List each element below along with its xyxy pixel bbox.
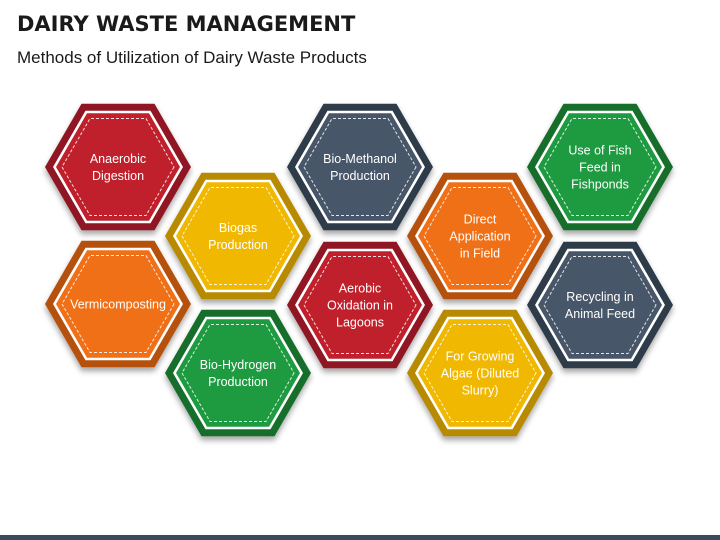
bottom-bar (0, 535, 720, 540)
hexagon-dashed-outline (543, 256, 657, 354)
hexagon-label-line: Biogas (219, 221, 257, 235)
hexagon-label-line: Feed in (579, 161, 621, 175)
hexagon-label-line: Vermicomposting (70, 298, 166, 312)
hexagon-label-line: Fishponds (571, 178, 629, 192)
hexagon-dashed-outline (543, 118, 657, 216)
hexagon-fill (418, 182, 542, 290)
hexagon-dashed-outline (303, 118, 417, 216)
hexagon-dashed-outline (61, 118, 175, 216)
hexagon-label-line: Animal Feed (565, 307, 635, 321)
hexagon-fill (176, 319, 300, 427)
hexagon-dashed-outline (61, 255, 175, 353)
hexagon-fill (56, 113, 180, 221)
hexagon-fill (538, 251, 662, 359)
hexagon-label-line: Aerobic (339, 282, 381, 296)
hexagon-label: Vermicomposting (70, 298, 166, 312)
page-subtitle: Methods of Utilization of Dairy Waste Pr… (17, 48, 367, 67)
hexagon-label-line: Application (449, 230, 510, 244)
hexagon-label-line: Bio-Hydrogen (200, 358, 276, 372)
hexagon-label-line: Slurry) (462, 384, 499, 398)
hexagon-label-line: Production (208, 375, 268, 389)
hexagon-label-line: Oxidation in (327, 299, 393, 313)
hexagon-label: Recycling in Animal Feed (565, 290, 635, 321)
hexagon-dashed-outline (181, 187, 295, 285)
hexagon-label-line: Bio-Methanol (323, 152, 397, 166)
hexagon-fill (298, 251, 422, 359)
page-title: DAIRY WASTE MANAGEMENT (17, 12, 356, 36)
hexagon-label-line: Direct (464, 213, 497, 227)
hexagon-label-line: Production (208, 238, 268, 252)
hexagon-dashed-outline (423, 187, 537, 285)
hexagon-label-line: Production (330, 169, 390, 183)
hexagon-label-line: in Field (460, 247, 500, 261)
hexagon-label-line: Anaerobic (90, 152, 146, 166)
hexagon-label-line: Lagoons (336, 316, 384, 330)
hexagon-label-line: Digestion (92, 169, 144, 183)
hexagon-fill (538, 113, 662, 221)
hexagon-label-line: Use of Fish (568, 144, 631, 158)
hexagon-dashed-outline (181, 324, 295, 422)
hexagon-label-line: Recycling in (566, 290, 633, 304)
hexagon-dashed-outline (423, 324, 537, 422)
hexagon-label-line: For Growing (446, 350, 515, 364)
hexagon-label-line: Algae (Diluted (441, 367, 520, 381)
hexagon-recycling-in-animal-feed: Recycling in Animal Feed (527, 241, 673, 369)
hexagon-fill (176, 182, 300, 290)
hexagon-dashed-outline (303, 256, 417, 354)
hexagon-vermicomposting: Vermicomposting (45, 240, 191, 368)
hexagon-fill (418, 319, 542, 427)
hexagon-fill (298, 113, 422, 221)
hexagon-fill (56, 250, 180, 358)
